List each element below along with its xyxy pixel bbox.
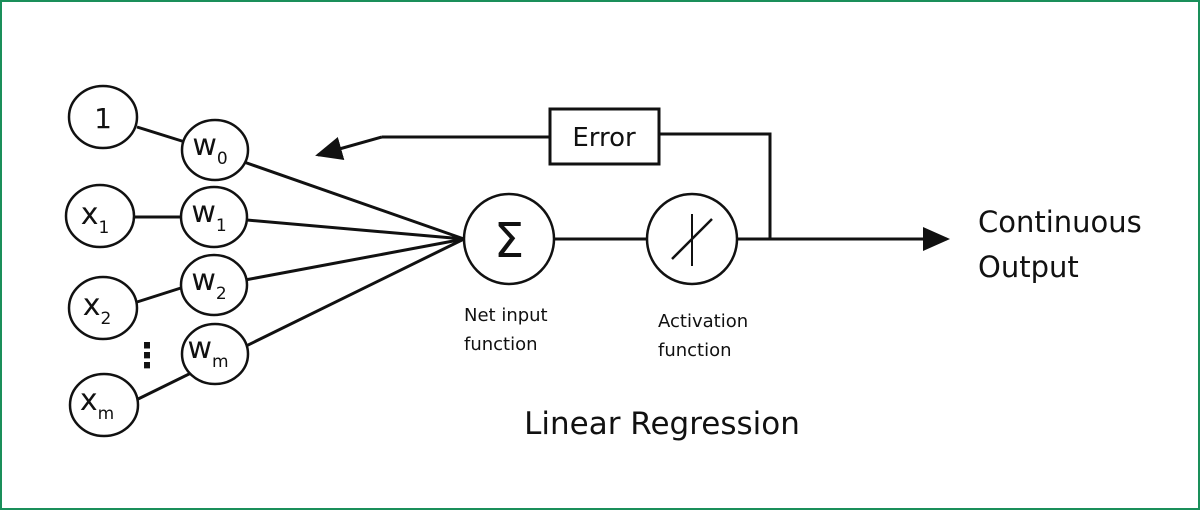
weight-node-w1-label: w1: [191, 195, 226, 236]
input-node-x2: x2: [67, 275, 139, 341]
net-input-label-line1: Net input: [464, 305, 548, 326]
ellipsis-mark: ⋮: [130, 336, 164, 376]
edge-input-1-to-w0: [136, 125, 186, 144]
input-node-bias: 1: [67, 84, 139, 150]
weight-node-w1: w1: [179, 185, 249, 249]
edge-w2-to-sum: [244, 237, 465, 282]
input-node-x2-label: x2: [83, 288, 112, 329]
net-input-node: Σ: [462, 192, 556, 286]
output-label-line2: Output: [978, 250, 1079, 284]
weight-node-w2: w2: [179, 253, 249, 317]
weight-node-w0: w0: [180, 118, 250, 182]
error-arrow: [315, 135, 383, 161]
activation-label-line1: Activation: [658, 311, 748, 332]
error-box: [548, 107, 661, 166]
weight-node-w2-label: w2: [191, 263, 226, 304]
diagram-caption: Linear Regression: [524, 406, 800, 442]
input-node-x1-label: x1: [81, 197, 110, 238]
error-label: Error: [572, 123, 636, 153]
edge-input-x2-to-w2: [136, 285, 185, 304]
edge-w0-to-sum: [243, 160, 465, 241]
sum-symbol: Σ: [494, 213, 524, 269]
edge-w1-to-sum: [246, 218, 465, 241]
input-node-xm: xm: [68, 372, 140, 438]
activation-node: [645, 192, 739, 286]
output-label-line1: Continuous: [978, 205, 1142, 239]
edge-xm-to-sum: [131, 237, 465, 404]
weight-node-wm-label: wm: [187, 331, 228, 372]
input-node-xm-label: xm: [80, 383, 114, 424]
activation-label-line2: function: [658, 340, 732, 361]
net-input-label-line2: function: [464, 334, 538, 355]
input-node-x1: x1: [64, 183, 136, 249]
error-feedback-line: [659, 132, 772, 239]
weight-node-w0-label: w0: [192, 128, 227, 169]
weight-node-wm: wm: [180, 322, 250, 386]
input-node-bias-label: 1: [94, 102, 112, 135]
